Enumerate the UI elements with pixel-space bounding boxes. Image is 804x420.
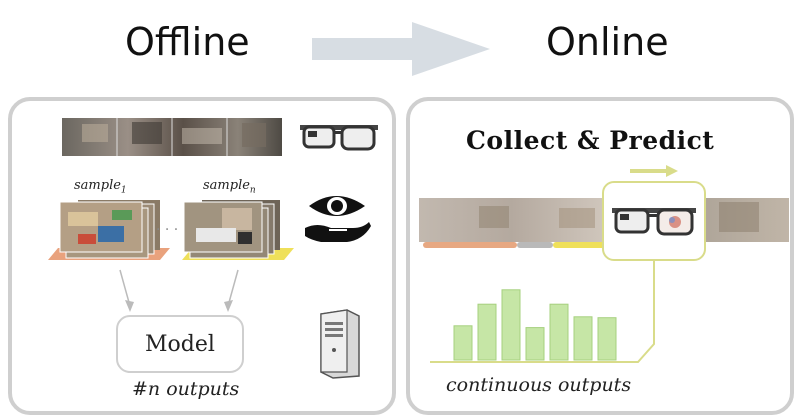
sample-first-label: sample1 <box>74 178 127 196</box>
output-bar <box>549 303 569 361</box>
prediction-connector <box>430 260 655 363</box>
sample-last-label: samplen <box>203 178 256 196</box>
output-bar <box>597 317 617 361</box>
offline-title: Offline <box>125 20 250 64</box>
output-bar <box>573 316 593 361</box>
sample-last-clip <box>182 200 294 260</box>
output-bar <box>453 325 473 361</box>
continuous-outputs-bars <box>453 289 617 361</box>
model-box: Model <box>116 315 244 373</box>
online-outputs-label: continuous outputs <box>446 374 632 396</box>
video-frames-strip <box>62 118 282 156</box>
sample-to-model-arrows <box>119 269 239 312</box>
online-title: Online <box>546 20 669 64</box>
predicting-glasses-icon <box>612 208 696 236</box>
eye-hand-icon <box>305 196 371 242</box>
collect-predict-title: Collect & Predict <box>466 126 715 155</box>
progress-arrow-icon <box>630 165 678 177</box>
forward-arrow-icon <box>312 22 490 76</box>
model-label: Model <box>145 331 215 357</box>
sample-first-clip <box>48 200 170 260</box>
smart-glasses-icon <box>300 125 378 151</box>
output-bar <box>525 327 545 361</box>
ellipsis: · · · <box>156 222 179 238</box>
server-tower-icon <box>320 309 360 379</box>
output-bar <box>477 303 497 361</box>
offline-outputs-label: #n outputs <box>132 378 240 400</box>
output-bar <box>501 289 521 361</box>
